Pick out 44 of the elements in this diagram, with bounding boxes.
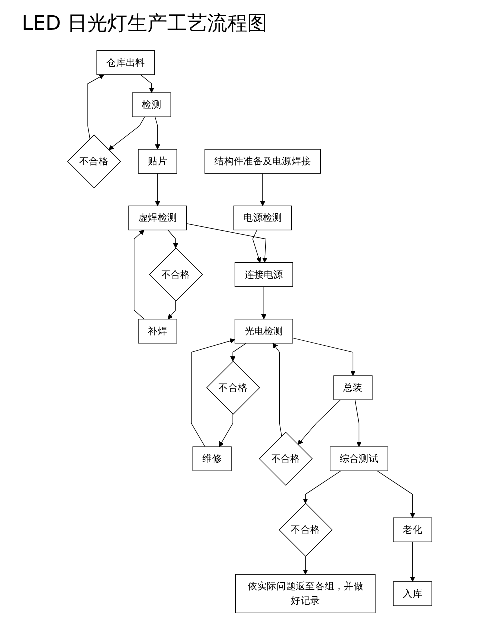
node-diamond: 不合格 — [67, 134, 122, 189]
arrow — [303, 556, 308, 575]
node-diamond: 不合格 — [259, 432, 314, 486]
arrow — [410, 542, 416, 582]
node-box: 贴片 — [138, 149, 178, 174]
node-box: 连接电源 — [234, 262, 294, 288]
arrow — [168, 301, 176, 320]
arrow — [377, 470, 416, 518]
node-diamond: 不合格 — [206, 361, 260, 415]
diagram-title: LED 日光灯生产工艺流程图 — [22, 10, 268, 36]
arrow — [108, 116, 146, 150]
node-box: 总装 — [334, 376, 373, 400]
node-diamond: 不合格 — [149, 248, 204, 302]
arrow — [355, 400, 362, 448]
node-box: 依实际问题返至各组，并做好记录 — [236, 574, 376, 614]
node-box: 虚焊检测 — [128, 206, 188, 231]
arrow — [262, 286, 267, 320]
arrow — [292, 338, 356, 376]
node-box: 老化 — [393, 518, 432, 542]
arrow — [155, 116, 161, 150]
node-box: 检测 — [132, 92, 172, 118]
node-box: 综合测试 — [330, 446, 388, 472]
arrow — [134, 230, 145, 320]
arrow — [303, 470, 342, 504]
arrow — [298, 400, 342, 446]
arrow — [230, 343, 247, 362]
node-box: 光电检测 — [234, 319, 294, 344]
node-diamond: 不合格 — [279, 503, 333, 557]
node-box: 入库 — [393, 582, 432, 606]
node-box: 维修 — [192, 446, 232, 472]
arrow — [168, 230, 179, 249]
arrow — [260, 173, 266, 206]
arrow — [252, 230, 262, 263]
arrow — [272, 343, 282, 437]
arrow — [219, 414, 234, 448]
arrow — [88, 74, 105, 140]
arrow — [155, 173, 161, 206]
node-box: 电源检测 — [234, 206, 292, 231]
arrow — [191, 338, 236, 448]
arrow — [186, 224, 268, 263]
node-box: 补焊 — [138, 319, 178, 344]
arrow — [140, 74, 154, 94]
node-box: 结构件准备及电源焊接 — [204, 149, 322, 174]
node-box: 仓库出料 — [96, 50, 156, 76]
